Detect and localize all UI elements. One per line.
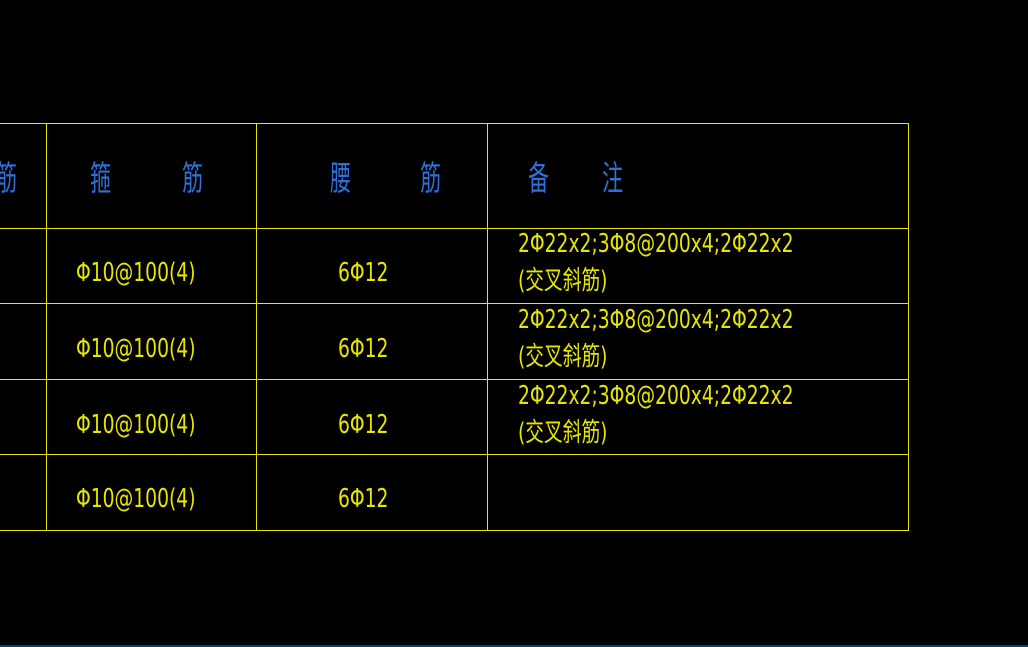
column-divider [256,123,257,531]
remark-cell-line-1: 2Φ22x2;3Φ8@200x4;2Φ22x2 [518,305,794,335]
remark-cell-line-2: (交叉斜筋) [518,342,608,372]
waist-bar-cell: 6Φ12 [338,334,389,364]
remark-header-char-1: 备 [528,159,550,199]
waist-bar-header-char-2: 筋 [420,159,442,199]
waist-bar-cell: 6Φ12 [338,484,389,514]
stirrup-cell: Φ10@100(4) [76,334,196,364]
row-divider [0,303,909,304]
waist-bar-cell: 6Φ12 [338,258,389,288]
column-divider [46,123,47,531]
partial-column-header: 筋 [0,151,17,200]
row-divider [0,454,909,455]
row-divider [0,379,909,380]
viewport-bottom-edge [0,645,1028,647]
remark-cell-line-2: (交叉斜筋) [518,418,608,448]
rebar-schedule-table: 筋 箍 筋 腰 筋 备 注 Φ10@100(4) 6Φ12 2Φ22x2;3Φ8… [0,123,909,531]
stirrup-cell: Φ10@100(4) [76,410,196,440]
stirrup-cell: Φ10@100(4) [76,484,196,514]
stirrup-cell: Φ10@100(4) [76,258,196,288]
table-bottom-border [0,530,909,531]
waist-bar-cell: 6Φ12 [338,410,389,440]
stirrup-header-char-2: 筋 [182,159,204,199]
waist-bar-header-char-1: 腰 [330,159,352,199]
remark-cell-line-1: 2Φ22x2;3Φ8@200x4;2Φ22x2 [518,229,794,259]
table-top-border [0,123,909,124]
table-right-border [908,123,909,531]
remark-cell-line-1: 2Φ22x2;3Φ8@200x4;2Φ22x2 [518,381,794,411]
remark-header-char-2: 注 [602,159,624,199]
stirrup-header-char-1: 箍 [90,159,112,199]
column-divider [487,123,488,531]
remark-cell-line-2: (交叉斜筋) [518,266,608,296]
header-bottom-border [0,228,909,229]
